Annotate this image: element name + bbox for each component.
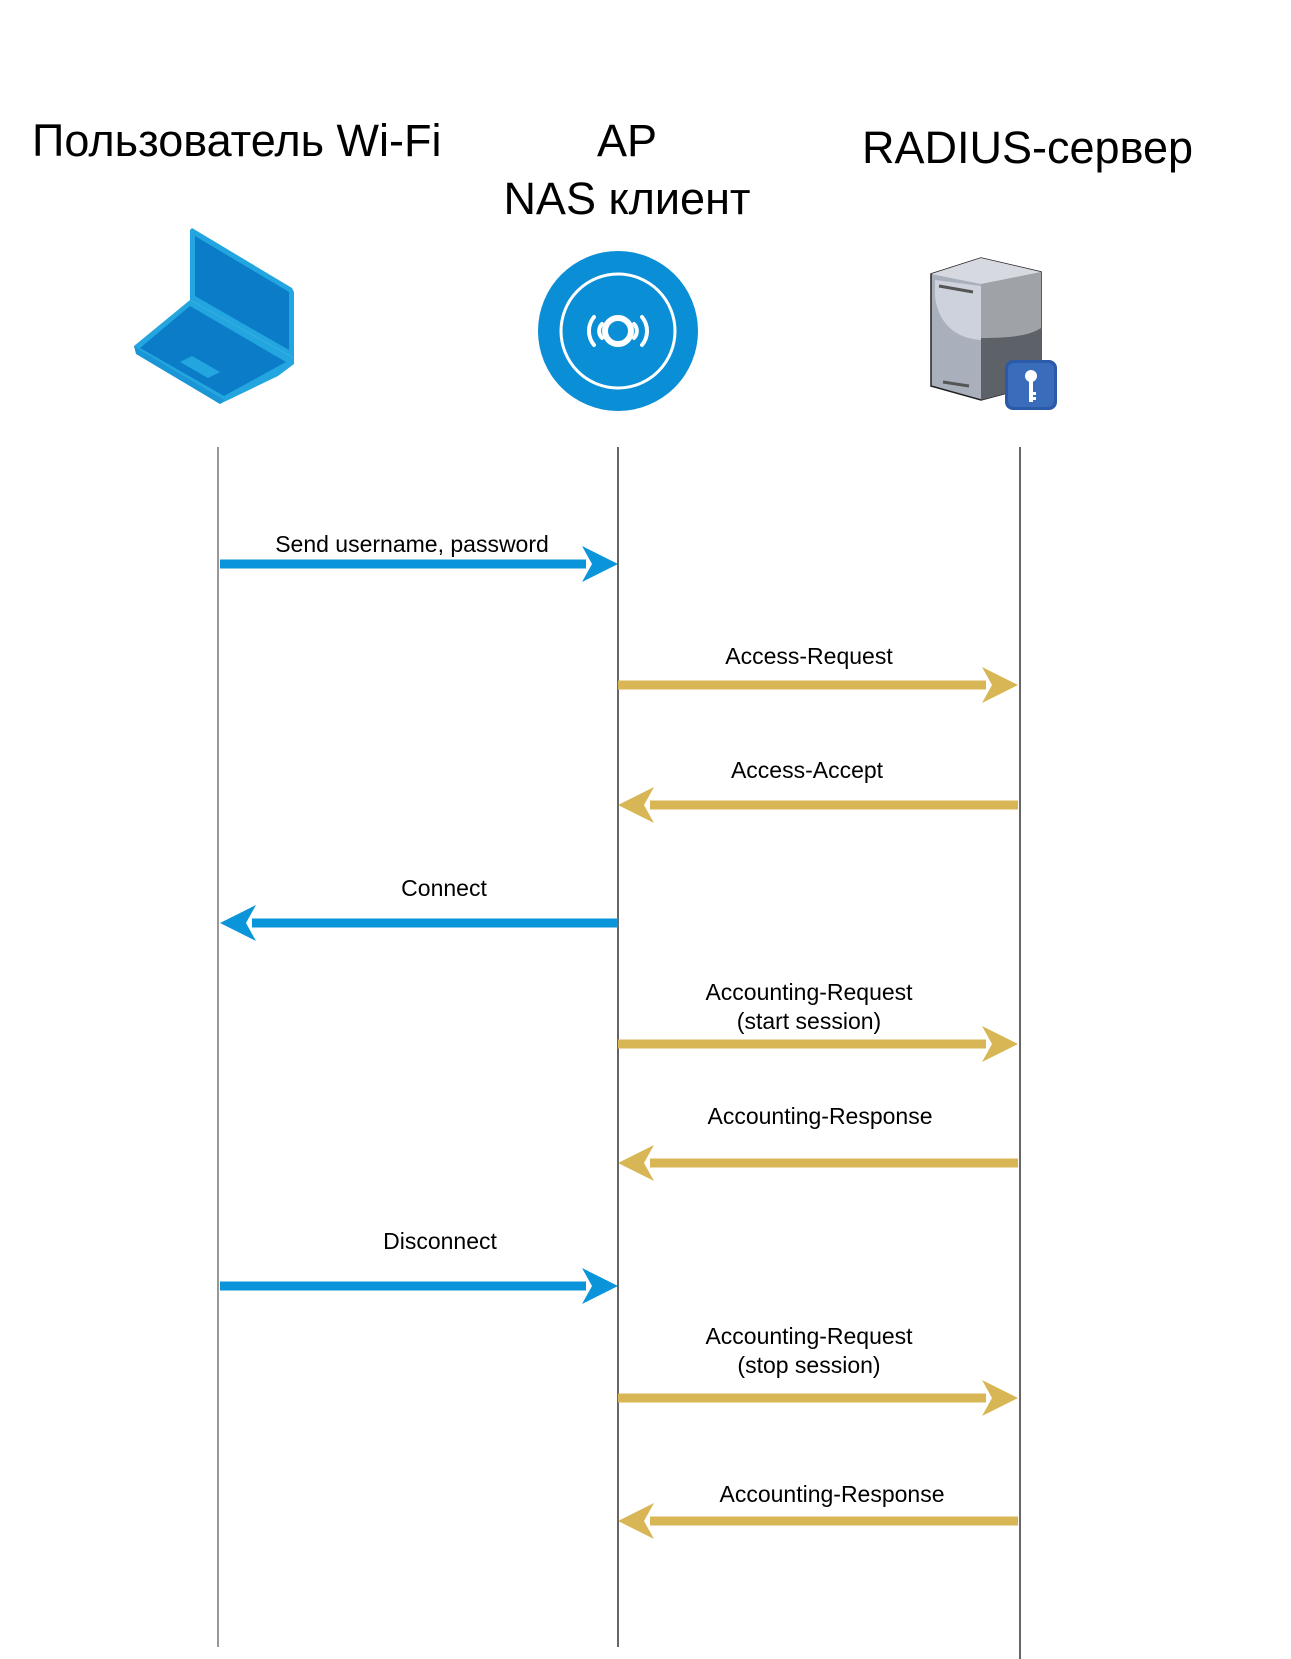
- arrow-head: [618, 787, 654, 823]
- actor-title-radius: RADIUS-сервер: [862, 119, 1193, 177]
- message-label-line: Disconnect: [383, 1228, 497, 1254]
- arrow-head: [982, 1026, 1018, 1062]
- access-point-icon: [538, 251, 698, 411]
- message-label-line: Send username, password: [275, 531, 549, 557]
- message-arrow: [220, 1268, 618, 1304]
- message-arrow: [220, 546, 618, 582]
- message-label: Send username, password: [275, 530, 549, 559]
- actor-title-line: NAS клиент: [503, 173, 751, 224]
- message-arrow: [618, 667, 1018, 703]
- message-label: Connect: [401, 874, 487, 903]
- laptop-icon: [134, 228, 294, 404]
- actor-title-line: Пользователь Wi-Fi: [32, 115, 442, 166]
- message-label-line: Connect: [401, 875, 487, 901]
- message-label-line: (stop session): [737, 1352, 881, 1378]
- message-arrow: [618, 1026, 1018, 1062]
- arrow-head: [618, 1145, 654, 1181]
- actor-title-line: AP: [596, 115, 658, 166]
- message-label-line: Accounting-Response: [707, 1103, 933, 1129]
- arrow-head: [982, 1380, 1018, 1416]
- arrow-head: [582, 1268, 618, 1304]
- message-label-line: Access-Accept: [730, 757, 884, 783]
- message-arrow: [618, 787, 1018, 823]
- arrow-head: [582, 546, 618, 582]
- message-label-line: Accounting-Response: [719, 1481, 945, 1507]
- message-label: Accounting-Response: [719, 1480, 944, 1509]
- message-label: Access-Accept: [731, 756, 883, 785]
- message-arrow: [618, 1380, 1018, 1416]
- arrow-head: [982, 667, 1018, 703]
- message-arrow: [618, 1145, 1018, 1181]
- arrow-head: [220, 905, 256, 941]
- message-label-line: Access-Request: [725, 643, 893, 669]
- message-label: Accounting-Request (start session): [705, 978, 912, 1036]
- message-label-line: Accounting-Request: [705, 979, 913, 1005]
- arrow-head: [618, 1503, 654, 1539]
- server-key-icon: [930, 257, 1057, 410]
- message-label-line: Accounting-Request: [705, 1323, 913, 1349]
- message-arrow: [618, 1503, 1018, 1539]
- message-label: Access-Request: [725, 642, 892, 671]
- actor-title-user: Пользователь Wi-Fi: [32, 112, 441, 170]
- actor-title-ap: AP NAS клиент: [477, 112, 777, 228]
- actor-title-line: RADIUS-сервер: [862, 122, 1194, 173]
- message-label: Accounting-Response: [707, 1102, 932, 1131]
- message-label: Accounting-Request (stop session): [705, 1322, 912, 1380]
- message-label-line: (start session): [736, 1008, 882, 1034]
- message-label: Disconnect: [383, 1227, 497, 1256]
- message-arrow: [220, 905, 618, 941]
